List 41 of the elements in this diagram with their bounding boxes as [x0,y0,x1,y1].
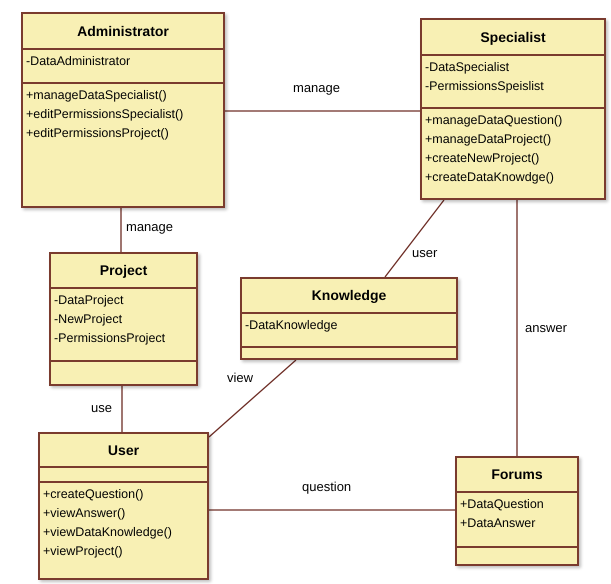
attribute-text: +DataQuestion [460,496,544,513]
class-name: Specialist [480,28,546,47]
attribute-text: -DataAdministrator [26,53,130,70]
attribute-text: -PermissionsSpeislist [425,78,544,95]
attribute-text: -NewProject [54,311,122,328]
class-name: Project [100,261,148,280]
method-text: +manageDataQuestion() [425,112,562,129]
method-text: +editPermissionsSpecialist() [26,106,184,123]
association-line [225,110,420,112]
method-text: +manageDataSpecialist() [26,87,167,104]
attribute-text: -DataProject [54,292,124,309]
class-box [38,432,209,580]
class-box [420,18,606,200]
class-box [49,252,198,386]
attribute-text: -DataKnowledge [245,317,338,334]
association-line [209,509,455,511]
class-name: Administrator [77,22,169,40]
method-text: +createQuestion() [43,486,144,503]
class-box [455,456,579,566]
association-line [120,208,122,252]
method-text: +viewProject() [43,543,123,560]
class-box [240,277,458,360]
class-name: Forums [491,465,543,484]
association-line [516,200,518,456]
class-box [21,12,225,208]
method-text: +createDataKnowdge() [425,169,554,186]
association-line [121,386,123,432]
method-text: +manageDataProject() [425,131,552,148]
attribute-text: -DataSpecialist [425,59,510,76]
edge-label: view [226,370,254,385]
method-text: +viewAnswer() [43,505,126,522]
method-text: +createNewProject() [425,150,540,167]
association-line [208,360,296,438]
attribute-text: -PermissionsProject [54,330,166,347]
method-text: +viewDataKnowledge() [43,524,172,541]
class-name: User [108,440,140,460]
association-line [384,200,445,278]
method-text: +editPermissionsProject() [26,125,169,142]
attribute-text: +DataAnswer [460,515,536,532]
edge-label: question [301,479,352,494]
class-name: Knowledge [312,286,386,305]
